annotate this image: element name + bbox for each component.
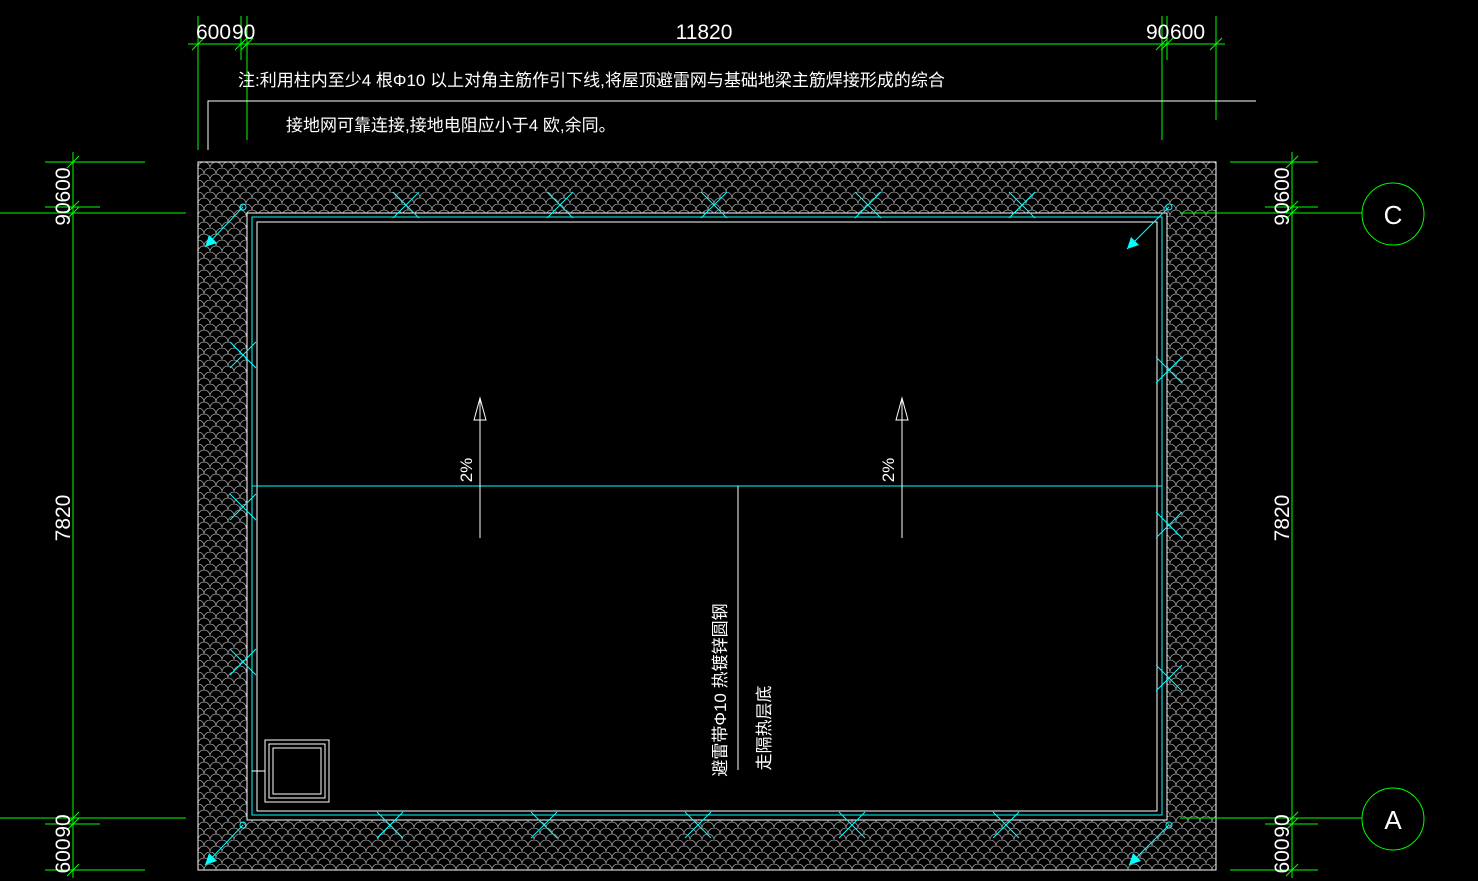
slope-arrow-left bbox=[473, 396, 487, 538]
support-cross bbox=[684, 811, 712, 839]
down-conductor-arrow bbox=[1128, 821, 1173, 866]
parapet-outer bbox=[246, 212, 1168, 821]
down-conductor-arrow bbox=[1126, 203, 1173, 250]
axis-label-c: C bbox=[1384, 200, 1403, 230]
down-conductor-markers bbox=[204, 203, 1173, 866]
slope-label-left: 2% bbox=[457, 458, 476, 483]
roof-outer-edge bbox=[197, 161, 1217, 871]
roof-hatch-outer bbox=[264, 739, 330, 803]
dim-top-right-small: 90 bbox=[1146, 21, 1169, 44]
dim-right-top-small: 90 bbox=[1271, 202, 1294, 225]
note-line-2: 接地网可靠连接,接地电阻应小于4 欧,余同。 bbox=[286, 116, 616, 135]
dim-top-span: 11820 bbox=[676, 21, 733, 44]
roof-tile-border bbox=[198, 162, 1216, 870]
dim-top-ticks bbox=[191, 37, 1223, 51]
dim-right-top: 600 bbox=[1271, 167, 1294, 202]
belt-support-markers bbox=[229, 191, 1183, 839]
dim-top-extensions bbox=[197, 16, 1217, 150]
down-conductor-arrow bbox=[204, 821, 247, 866]
axis-bubble-c bbox=[1361, 182, 1425, 246]
dim-right-bottom-small: 90 bbox=[1271, 814, 1294, 837]
support-cross bbox=[1155, 356, 1183, 384]
down-conductor-arrow bbox=[204, 203, 247, 248]
dim-left-ticks bbox=[66, 155, 80, 877]
note-frame bbox=[207, 100, 1256, 150]
support-cross bbox=[992, 811, 1020, 839]
dim-left-span: 7820 bbox=[52, 495, 75, 542]
support-cross bbox=[854, 191, 882, 219]
dim-left-bottom-small: 90 bbox=[52, 814, 75, 837]
dim-right-ticks bbox=[1285, 155, 1299, 877]
dim-left-top-small: 90 bbox=[52, 202, 75, 225]
support-cross bbox=[700, 191, 728, 219]
support-cross bbox=[229, 493, 257, 521]
support-cross bbox=[530, 811, 558, 839]
roof-hatch-inner bbox=[272, 747, 322, 795]
axis-label-a: A bbox=[1384, 805, 1402, 835]
dim-right-bottom: 600 bbox=[1271, 838, 1294, 873]
support-cross bbox=[392, 191, 420, 219]
support-cross bbox=[229, 648, 257, 676]
dim-top-right: 600 bbox=[1170, 21, 1205, 44]
leader-text-1: 避雷带Φ10 热镀锌圆钢 bbox=[711, 603, 730, 776]
slope-label-right: 2% bbox=[879, 458, 898, 483]
support-cross bbox=[1155, 511, 1183, 539]
dim-top-left: 600 bbox=[196, 21, 231, 44]
note-line-1: 注:利用柱内至少4 根Φ10 以上对角主筋作引下线,将屋顶避雷网与基础地梁主筋焊… bbox=[238, 71, 945, 90]
parapet-inner bbox=[256, 221, 1158, 812]
roof-hatch-mid bbox=[268, 743, 326, 799]
dim-top-left-small: 90 bbox=[232, 21, 255, 44]
dim-left-bottom: 600 bbox=[52, 838, 75, 873]
slope-arrow-right bbox=[895, 396, 909, 538]
support-cross bbox=[229, 341, 257, 369]
support-cross bbox=[838, 811, 866, 839]
leader-text-2: 走隔热层底 bbox=[755, 686, 774, 771]
support-cross bbox=[1155, 664, 1183, 692]
support-cross bbox=[1008, 191, 1036, 219]
axis-bubble-a bbox=[1361, 787, 1425, 851]
dim-left-extensions bbox=[0, 161, 186, 871]
support-cross bbox=[376, 811, 404, 839]
dim-left-top: 600 bbox=[52, 167, 75, 202]
dim-right-span: 7820 bbox=[1271, 495, 1294, 542]
support-cross bbox=[546, 191, 574, 219]
lightning-belt-ring bbox=[251, 216, 1163, 816]
